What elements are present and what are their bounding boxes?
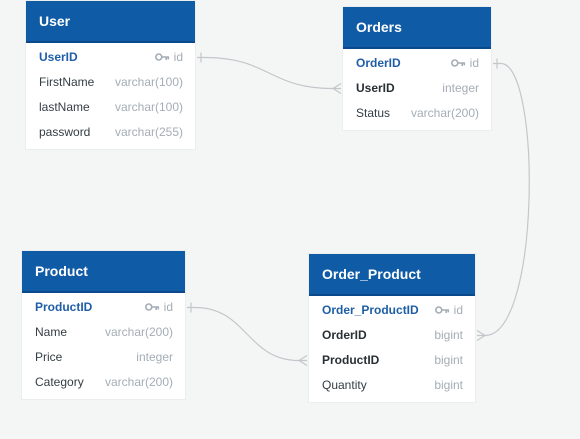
field-type-label: bigint (434, 378, 463, 392)
many-end-marker (297, 354, 308, 367)
many-end-marker (331, 82, 342, 95)
field-row-quantity[interactable]: Quantity bigint (309, 373, 475, 398)
key-icon (434, 298, 450, 323)
field-name: Order_ProductID (322, 303, 419, 317)
field-row-price[interactable]: Price integer (22, 345, 185, 370)
field-type-label: integer (136, 350, 173, 364)
field-type: varchar(100) (115, 70, 183, 95)
field-type-label: varchar(200) (104, 375, 173, 389)
field-type: integer (136, 345, 173, 370)
field-name: ProductID (322, 353, 380, 367)
field-row-category[interactable]: Category varchar(200) (22, 370, 185, 395)
field-type: id (144, 295, 173, 320)
key-icon (154, 45, 170, 70)
table-header-order-product[interactable]: Order_Product (309, 254, 475, 296)
field-type-label: integer (442, 81, 479, 95)
table-header-product[interactable]: Product (22, 251, 185, 293)
field-row-userid[interactable]: UserID integer (343, 76, 491, 101)
field-type-label: id (453, 303, 463, 317)
field-type-label: varchar(100) (114, 75, 183, 89)
field-type: varchar(100) (115, 95, 183, 120)
field-row-productid[interactable]: ProductID id (22, 295, 185, 320)
field-type: id (154, 45, 183, 70)
relationship-line (204, 56, 334, 90)
field-row-orderid[interactable]: OrderID bigint (309, 323, 475, 348)
field-row-firstname[interactable]: FirstName varchar(100) (26, 70, 195, 95)
field-row-userid[interactable]: UserID id (26, 45, 195, 70)
one-end-marker (493, 58, 501, 69)
field-name: Price (35, 350, 63, 364)
key-icon (450, 51, 466, 76)
field-name: UserID (356, 81, 395, 95)
relationship-line (194, 306, 300, 362)
field-type-label: bigint (434, 353, 463, 367)
field-type: id (450, 51, 479, 76)
field-type: bigint (434, 323, 463, 348)
field-type: bigint (434, 373, 463, 398)
field-type: varchar(200) (105, 320, 173, 345)
field-type-label: varchar(200) (410, 106, 479, 120)
field-name: ProductID (35, 300, 93, 314)
field-name: Name (35, 325, 68, 339)
field-name: password (39, 125, 91, 139)
field-name: FirstName (39, 75, 95, 89)
field-row-order_productid[interactable]: Order_ProductID id (309, 298, 475, 323)
field-row-productid[interactable]: ProductID bigint (309, 348, 475, 373)
field-type: varchar(255) (115, 120, 183, 145)
field-type: id (434, 298, 463, 323)
field-name: UserID (39, 50, 78, 64)
field-type-label: bigint (434, 328, 463, 342)
field-row-status[interactable]: Status varchar(200) (343, 101, 491, 126)
field-name: Quantity (322, 378, 367, 392)
field-name: Category (35, 375, 84, 389)
table-header-user[interactable]: User (26, 1, 195, 43)
field-type: bigint (434, 348, 463, 373)
field-name: lastName (39, 100, 90, 114)
key-icon (144, 295, 160, 320)
field-type-label: varchar(100) (114, 100, 183, 114)
field-type: varchar(200) (105, 370, 173, 395)
table-header-orders[interactable]: Orders (343, 7, 491, 49)
field-type: varchar(200) (411, 101, 479, 126)
field-type-label: varchar(200) (104, 325, 173, 339)
field-row-password[interactable]: password varchar(255) (26, 120, 195, 145)
many-end-marker (476, 329, 487, 342)
field-type-label: id (163, 300, 173, 314)
field-type-label: id (469, 56, 479, 70)
relationship-line (484, 62, 530, 337)
field-name: Status (356, 106, 391, 120)
one-end-marker (197, 52, 205, 63)
field-name: OrderID (322, 328, 367, 342)
field-type: integer (442, 76, 479, 101)
field-type-label: varchar(255) (114, 125, 183, 139)
field-row-lastname[interactable]: lastName varchar(100) (26, 95, 195, 120)
field-row-name[interactable]: Name varchar(200) (22, 320, 185, 345)
field-type-label: id (173, 50, 183, 64)
one-end-marker (187, 302, 195, 313)
field-name: OrderID (356, 56, 401, 70)
field-row-orderid[interactable]: OrderID id (343, 51, 491, 76)
